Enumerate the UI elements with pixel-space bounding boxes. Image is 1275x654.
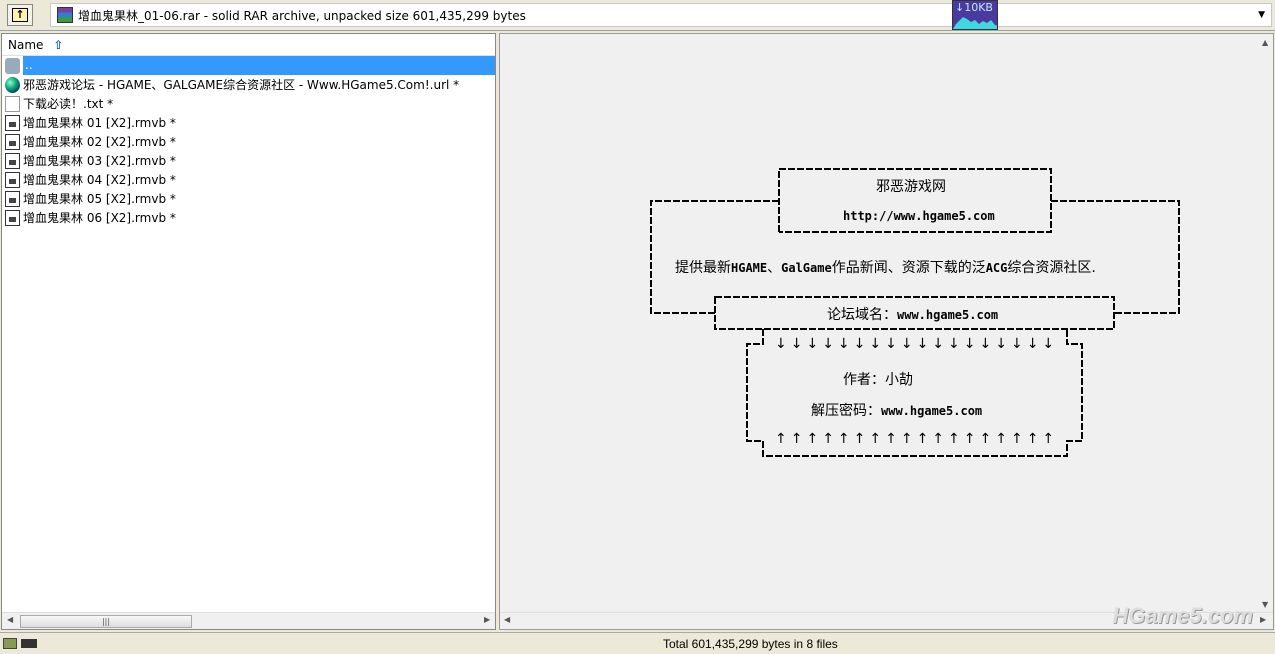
site-name: 邪恶游戏网 <box>876 179 946 195</box>
file-name: 增血鬼果林 03 [X2].rmvb * <box>23 154 176 168</box>
horizontal-scrollbar[interactable]: ◀ ||| ▶ <box>2 612 495 629</box>
desc-text: 作品新闻、资源下载的泛 <box>831 260 986 276</box>
list-item[interactable]: .. <box>2 56 495 75</box>
rar-archive-icon <box>57 7 73 23</box>
column-header-name[interactable]: Name ⇧ <box>2 34 495 56</box>
scroll-down-icon[interactable]: ▼ <box>1262 600 1269 609</box>
chevron-down-icon[interactable]: ▼ <box>1258 10 1265 20</box>
watermark: HGame5.com <box>1112 603 1253 628</box>
column-name-label: Name <box>8 37 44 52</box>
list-item[interactable]: 邪恶游戏论坛 - HGAME、GALGAME综合资源社区 - Www.HGame… <box>2 75 495 94</box>
file-name: 邪恶游戏论坛 - HGAME、GALGAME综合资源社区 - Www.HGame… <box>23 78 460 92</box>
up-arrows: ↑↑↑↑↑↑↑↑↑↑↑↑↑↑↑↑↑↑ <box>775 431 1059 447</box>
preview-pane: ▲ ▼ ◀ ▶ 邪恶游戏网 http://www.hgame5.com 提供最新… <box>499 33 1274 630</box>
list-item[interactable]: 增血鬼果林 05 [X2].rmvb * <box>2 189 495 208</box>
desc-text: 提供最新 <box>675 260 731 276</box>
media-file-icon <box>5 133 20 150</box>
media-file-icon <box>5 209 20 226</box>
list-item[interactable]: 增血鬼果林 01 [X2].rmvb * <box>2 113 495 132</box>
list-item[interactable]: 增血鬼果林 06 [X2].rmvb * <box>2 208 495 227</box>
file-name: 增血鬼果林 01 [X2].rmvb * <box>23 116 176 130</box>
ascii-border-lines <box>650 168 1180 457</box>
drive-icon[interactable] <box>3 638 17 649</box>
file-list-pane: Name ⇧ .. 邪恶游戏论坛 - HGAME、GALGAME综合资源社区 -… <box>1 33 496 630</box>
preview-horizontal-scrollbar[interactable]: ◀ ▶ <box>500 612 1273 629</box>
network-meter-label: ↓10KB <box>955 1 993 14</box>
scroll-right-icon[interactable]: ▶ <box>484 615 491 624</box>
list-item[interactable]: 增血鬼果林 03 [X2].rmvb * <box>2 151 495 170</box>
site-description: 提供最新HGAME、GalGame作品新闻、资源下载的泛ACG综合资源社区. <box>675 257 1096 277</box>
password-label: 解压密码： <box>811 403 881 419</box>
file-name: 下载必读！.txt * <box>23 97 114 111</box>
up-folder-icon <box>5 57 20 74</box>
desc-text: 综合资源社区. <box>1007 260 1096 276</box>
media-file-icon <box>5 114 20 131</box>
password-value: www.hgame5.com <box>881 404 983 418</box>
media-file-icon <box>5 152 20 169</box>
file-name: 增血鬼果林 05 [X2].rmvb * <box>23 192 176 206</box>
desc-text: HGAME <box>731 261 768 275</box>
scroll-up-icon[interactable]: ▲ <box>1262 38 1269 47</box>
sort-ascending-icon: ⇧ <box>53 37 64 52</box>
desc-text: GalGame <box>781 261 832 275</box>
forum-domain: 论坛域名：www.hgame5.com <box>827 304 998 324</box>
file-name: 增血鬼果林 06 [X2].rmvb * <box>23 211 176 225</box>
file-name: 增血鬼果林 02 [X2].rmvb * <box>23 135 176 149</box>
up-arrow-icon: ↑ <box>12 8 28 22</box>
file-name: 增血鬼果林 04 [X2].rmvb * <box>23 173 176 187</box>
toolbar: ↑ 增血鬼果林_01-06.rar - solid RAR archive, u… <box>0 0 1275 31</box>
text-file-icon <box>5 95 20 112</box>
site-url: http://www.hgame5.com <box>843 209 995 223</box>
globe-icon <box>5 76 20 93</box>
desc-text: ACG <box>985 261 1008 275</box>
up-one-level-button[interactable]: ↑ <box>7 4 33 26</box>
down-arrows: ↓↓↓↓↓↓↓↓↓↓↓↓↓↓↓↓↓↓ <box>775 336 1059 352</box>
author: 作者：小劼 <box>843 372 913 388</box>
list-item[interactable]: 增血鬼果林 02 [X2].rmvb * <box>2 132 495 151</box>
status-total: Total 601,435,299 bytes in 8 files <box>663 637 838 651</box>
status-bar: Total 601,435,299 bytes in 8 files <box>0 632 1275 654</box>
scroll-left-icon[interactable]: ◀ <box>504 615 511 624</box>
scrollbar-thumb[interactable]: ||| <box>20 615 192 628</box>
network-graph-icon <box>953 17 997 29</box>
list-item[interactable]: 增血鬼果林 04 [X2].rmvb * <box>2 170 495 189</box>
media-file-icon <box>5 190 20 207</box>
list-item[interactable]: 下载必读！.txt * <box>2 94 495 113</box>
key-icon[interactable] <box>21 639 37 648</box>
scroll-left-icon[interactable]: ◀ <box>7 615 14 624</box>
password: 解压密码：www.hgame5.com <box>811 400 982 420</box>
network-meter: ↓10KB <box>952 0 998 30</box>
address-bar[interactable]: 增血鬼果林_01-06.rar - solid RAR archive, unp… <box>50 3 1272 27</box>
forum-url: www.hgame5.com <box>897 308 999 322</box>
file-name: .. <box>23 56 495 75</box>
media-file-icon <box>5 171 20 188</box>
scroll-right-icon[interactable]: ▶ <box>1260 615 1267 624</box>
address-text: 增血鬼果林_01-06.rar - solid RAR archive, unp… <box>78 8 526 23</box>
vertical-scrollbar[interactable]: ▲ ▼ <box>1259 34 1273 614</box>
desc-text: 、 <box>767 260 782 276</box>
forum-label: 论坛域名： <box>827 307 897 323</box>
